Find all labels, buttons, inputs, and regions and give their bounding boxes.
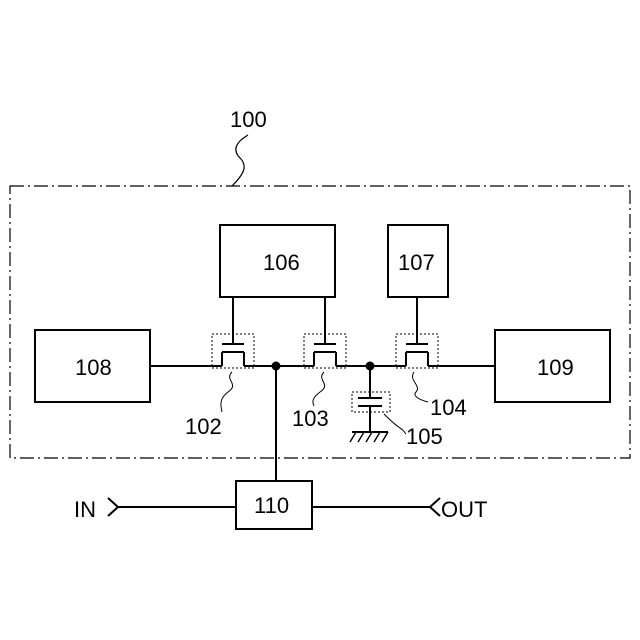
input-terminal-label: IN bbox=[74, 497, 96, 522]
capacitor-105-label: 105 bbox=[406, 424, 443, 449]
block-106-label: 106 bbox=[263, 250, 300, 275]
block-108-label: 108 bbox=[75, 355, 112, 380]
ground-icon bbox=[350, 432, 388, 442]
capacitor-105 bbox=[352, 366, 390, 432]
transistor-103-leader bbox=[313, 372, 325, 406]
transistor-104-leader bbox=[412, 372, 428, 402]
output-terminal-label: OUT bbox=[441, 497, 487, 522]
transistor-104-label: 104 bbox=[430, 395, 467, 420]
transistor-102-label: 102 bbox=[185, 414, 222, 439]
block-109-label: 109 bbox=[537, 355, 574, 380]
output-terminal-icon bbox=[430, 498, 440, 516]
system-label-leader bbox=[232, 135, 248, 186]
block-107-label: 107 bbox=[398, 250, 435, 275]
transistor-102-leader bbox=[221, 372, 233, 412]
transistor-103-label: 103 bbox=[292, 406, 329, 431]
system-label: 100 bbox=[230, 107, 267, 132]
input-terminal-icon bbox=[108, 498, 118, 516]
block-110-label: 110 bbox=[254, 493, 289, 518]
